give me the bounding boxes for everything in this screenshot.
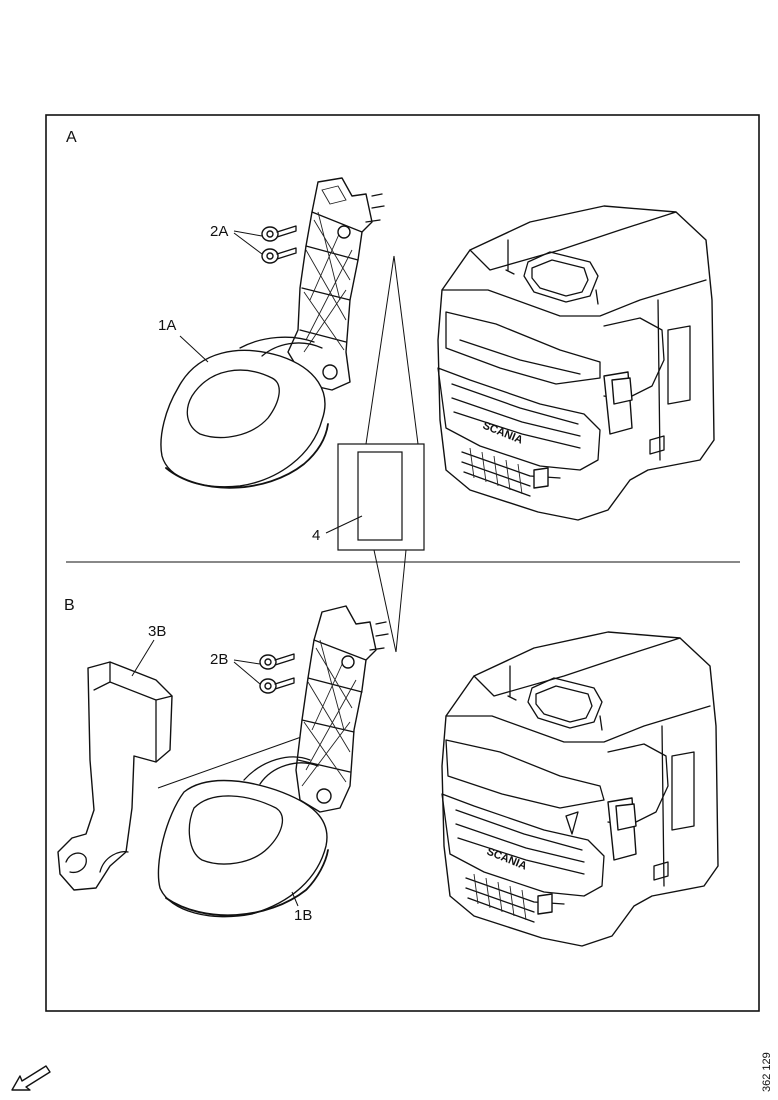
- mirror-bracket-a: [287, 177, 385, 391]
- direction-arrow-icon: [11, 1065, 51, 1091]
- callout-4: 4: [312, 527, 320, 544]
- assembly-line-b: [157, 735, 305, 789]
- leader-2b-2: [233, 661, 261, 685]
- callout-2b: 2B: [210, 651, 228, 668]
- diagram-frame: [45, 114, 760, 1012]
- leader-3b: [131, 639, 155, 677]
- callout-1b: 1B: [294, 907, 312, 924]
- leader-4: [325, 515, 363, 534]
- section-label-a: A: [66, 129, 77, 146]
- mirror-cover-3b: [57, 661, 173, 891]
- leader-1b: [291, 891, 299, 907]
- bolts-2a: [261, 225, 297, 264]
- mirror-housing-1b: [157, 756, 329, 918]
- decal-detail-4: [337, 255, 425, 653]
- mirror-housing-1a: [160, 336, 329, 489]
- leader-1a: [179, 335, 209, 363]
- bolts-2b: [259, 653, 295, 694]
- leader-2b-1: [233, 659, 261, 665]
- section-label-b: B: [64, 597, 75, 614]
- callout-3b: 3B: [148, 623, 166, 640]
- callout-2a: 2A: [210, 223, 228, 240]
- truck-cab-b: [441, 631, 719, 947]
- callout-1a: 1A: [158, 317, 176, 334]
- document-number: 362 129: [761, 1052, 773, 1092]
- mirror-bracket-b: [295, 605, 389, 813]
- leader-2a-2: [233, 232, 263, 255]
- leader-2a-1: [233, 230, 263, 237]
- truck-cab-a: [437, 205, 715, 521]
